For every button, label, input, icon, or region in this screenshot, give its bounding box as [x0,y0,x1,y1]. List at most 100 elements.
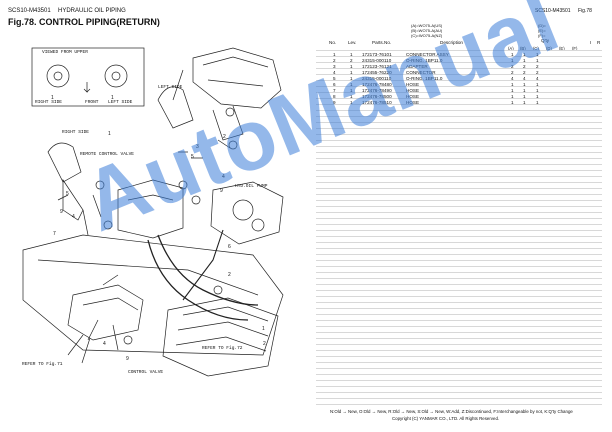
label-control-valve: CONTROL VALVE [128,370,164,375]
rule-line [316,140,602,141]
model-e: (E)= [538,28,546,33]
right-doc-code: SCS10-M43501 [535,8,571,14]
rule-line [316,98,602,99]
rule-line [316,266,602,267]
right-fig-number: Fig.78 [578,8,592,14]
rule-line [316,380,602,381]
rule-line [316,158,602,159]
rule-line [316,218,602,219]
model-d: (D)= [538,23,546,28]
svg-text:6: 6 [228,244,231,250]
rule-line [316,320,602,321]
label-left-side-2: LEFT SIDE [158,85,183,90]
rule-line [316,242,602,243]
col-no: No. [329,40,337,45]
rule-line [316,284,602,285]
label-remote-control-valve: REMOTE CONTROL VALVE [80,152,135,157]
rule-line [316,80,602,81]
sub-f: (F) [572,46,578,51]
rule-line [316,110,602,111]
label-hyd-oil-pump: HYD.OIL PUMP [235,184,268,189]
sub-c: (C) [533,46,539,51]
rule-line [316,152,602,153]
svg-text:1: 1 [51,95,54,101]
col-qty: Q'ty [541,38,550,43]
svg-text:9: 9 [60,209,63,215]
rule-line [316,50,602,51]
rule-line [316,194,602,195]
rule-line [316,386,602,387]
svg-text:7: 7 [53,231,56,237]
rule-line [316,164,602,165]
rule-line [316,332,602,333]
rule-line [316,104,602,105]
rule-line [316,248,602,249]
rule-line [316,314,602,315]
rule-line [316,398,602,399]
svg-text:9: 9 [220,188,223,194]
rule-line [316,260,602,261]
svg-text:1: 1 [108,131,111,137]
rule-line [316,356,602,357]
rule-line [316,116,602,117]
svg-text:5: 5 [66,191,69,197]
rule-line [316,308,602,309]
rule-line [316,62,602,63]
sub-d: (D) [546,46,552,51]
rule-line [316,404,602,405]
model-b: (B)=WO75-A(AU) [411,28,443,33]
rule-line [316,122,602,123]
rule-line [316,326,602,327]
doc-code: SCS10-M43501 [8,8,51,14]
rule-line [316,68,602,69]
rule-line [316,236,602,237]
rule-line [316,188,602,189]
rule-line [316,176,602,177]
rule-line [316,254,602,255]
model-c: (C)=WO75-A(NZ) [411,33,443,38]
rule-line [316,206,602,207]
rule-line [316,374,602,375]
col-desc: Description [440,40,463,45]
rule-line [316,302,602,303]
change-legend: N:Old → New, O:Old → New, R:Old → New, S… [330,409,573,414]
svg-text:2: 2 [228,272,231,278]
model-a: (A)=WO75-A(US) [411,23,443,28]
rule-line [316,170,602,171]
col-parts: Parts.No. [372,40,392,45]
svg-text:1: 1 [262,326,265,332]
label-viewed-from-upper: VIEWED FROM UPPER [42,50,88,55]
rule-line [316,362,602,363]
rule-line [316,212,602,213]
rule-line [316,92,602,93]
svg-text:9: 9 [126,356,129,362]
copyright: Copyright (C) YANMAR CO., LTD. All Right… [392,416,500,421]
col-i: I [590,40,592,45]
svg-text:2: 2 [263,341,266,347]
rule-line [316,278,602,279]
rule-line [316,74,602,75]
rule-line [316,86,602,87]
sub-a: (A) [508,46,514,51]
rule-line [316,56,602,57]
label-right-side-2: RIGHT SIDE [62,130,90,135]
doc-subtitle: HYDRAULIC OIL PIPING [58,8,126,14]
svg-text:4: 4 [222,174,225,180]
rule-line [316,146,602,147]
rule-line [316,296,602,297]
rule-line [316,368,602,369]
rule-line [316,338,602,339]
rule-line [316,224,602,225]
rule-line [316,290,602,291]
rule-line [316,230,602,231]
sub-b: (B) [520,46,526,51]
